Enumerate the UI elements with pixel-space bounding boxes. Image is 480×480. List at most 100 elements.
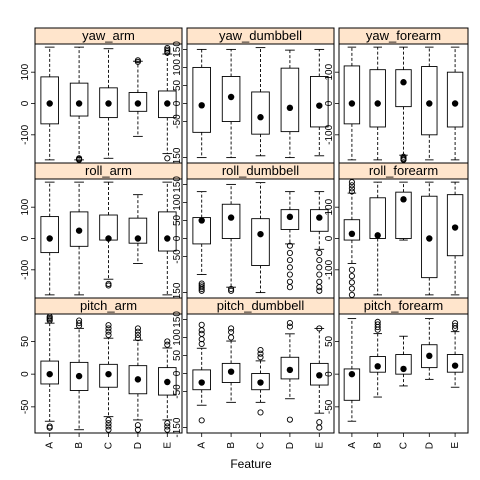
outlier-point <box>105 322 112 329</box>
box-A <box>343 46 361 161</box>
box-E <box>158 181 177 296</box>
iqr-box <box>128 217 148 244</box>
outlier-point <box>316 278 323 285</box>
median-dot <box>164 378 171 386</box>
outlier-point <box>198 417 205 424</box>
outlier-point <box>134 325 141 332</box>
box-C <box>251 347 270 416</box>
box-B <box>69 46 89 163</box>
panel-strip-label: roll_dumbbell <box>222 163 299 178</box>
y-tick-label: 0 <box>20 371 31 377</box>
box-A <box>40 181 59 296</box>
outlier-point <box>76 155 83 162</box>
outlier-point <box>134 422 141 429</box>
x-tick-label: D <box>285 442 296 449</box>
panel-strip-label: pitch_dumbbell <box>217 298 305 313</box>
outlier-point <box>348 188 355 195</box>
y-tick-label: -50 <box>20 399 31 414</box>
outlier-point <box>228 287 235 294</box>
box-A <box>40 313 59 431</box>
outlier-point <box>164 338 171 345</box>
outlier-point <box>286 271 293 278</box>
box-C <box>395 335 412 387</box>
outlier-point <box>164 420 171 427</box>
outlier-point <box>316 287 323 294</box>
panel-strip-label: yaw_arm <box>82 28 135 43</box>
x-tick-label: A <box>347 442 358 449</box>
median-dot <box>198 102 205 109</box>
box-C <box>251 182 270 294</box>
median-dot <box>46 100 53 107</box>
outlier-point <box>452 320 459 327</box>
iqr-box <box>251 218 270 266</box>
median-dot <box>374 100 381 107</box>
outlier-point <box>348 279 355 286</box>
iqr-box <box>446 71 464 128</box>
box-E <box>158 45 177 162</box>
outlier-point <box>134 331 141 338</box>
outlier-point <box>374 318 381 325</box>
outlier-point <box>374 321 381 328</box>
box-D <box>280 49 300 159</box>
outlier-point <box>286 257 293 264</box>
outlier-point <box>257 347 264 354</box>
box-D <box>421 46 438 161</box>
median-dot <box>75 100 83 107</box>
median-dot <box>257 230 264 238</box>
outlier-point <box>316 419 323 426</box>
box-C <box>395 181 412 241</box>
outlier-point <box>198 340 205 347</box>
outlier-point <box>286 242 293 249</box>
median-dot <box>348 100 356 107</box>
y-tick-label: 50 <box>172 349 183 361</box>
y-tick-label: 0 <box>324 100 335 106</box>
outlier-point <box>198 330 205 337</box>
median-dot <box>426 100 433 107</box>
outlier-point <box>198 321 205 328</box>
box-D <box>421 181 438 296</box>
outlier-point <box>105 426 112 433</box>
outlier-point <box>316 264 323 271</box>
y-tick-label: -100 <box>324 259 335 279</box>
outlier-point <box>198 284 205 291</box>
median-dot <box>426 352 433 360</box>
panel-strip-label: yaw_forearm <box>366 28 441 43</box>
outlier-point <box>348 179 355 186</box>
box-C <box>99 322 118 433</box>
y-tick-label: 50 <box>324 335 335 347</box>
median-dot <box>227 368 235 375</box>
y-tick-label: 50 <box>20 335 31 347</box>
median-dot <box>426 235 433 242</box>
median-dot <box>286 366 294 374</box>
x-tick-label: A <box>197 442 208 449</box>
y-tick-label: -100 <box>20 259 31 279</box>
median-dot <box>348 230 356 238</box>
y-tick-label: -150 <box>172 147 183 167</box>
outlier-point <box>286 416 293 423</box>
median-dot <box>134 376 142 383</box>
outlier-point <box>198 287 205 294</box>
box-C <box>395 46 412 163</box>
box-A <box>192 48 211 159</box>
iqr-box <box>310 76 329 128</box>
y-tick-label: 50 <box>172 79 183 91</box>
box-B <box>369 181 386 296</box>
outlier-point <box>105 420 112 427</box>
x-tick-label: E <box>162 442 173 449</box>
outlier-point <box>228 334 235 341</box>
box-D <box>128 194 148 265</box>
y-tick-label: -100 <box>20 124 31 144</box>
box-E <box>310 191 329 294</box>
box-C <box>251 47 270 157</box>
box-E <box>446 181 464 296</box>
x-tick-label: B <box>74 442 85 449</box>
y-tick-label: -150 <box>172 282 183 302</box>
median-dot <box>374 363 381 370</box>
box-B <box>369 46 386 161</box>
box-A <box>192 321 211 424</box>
box-B <box>221 48 241 159</box>
